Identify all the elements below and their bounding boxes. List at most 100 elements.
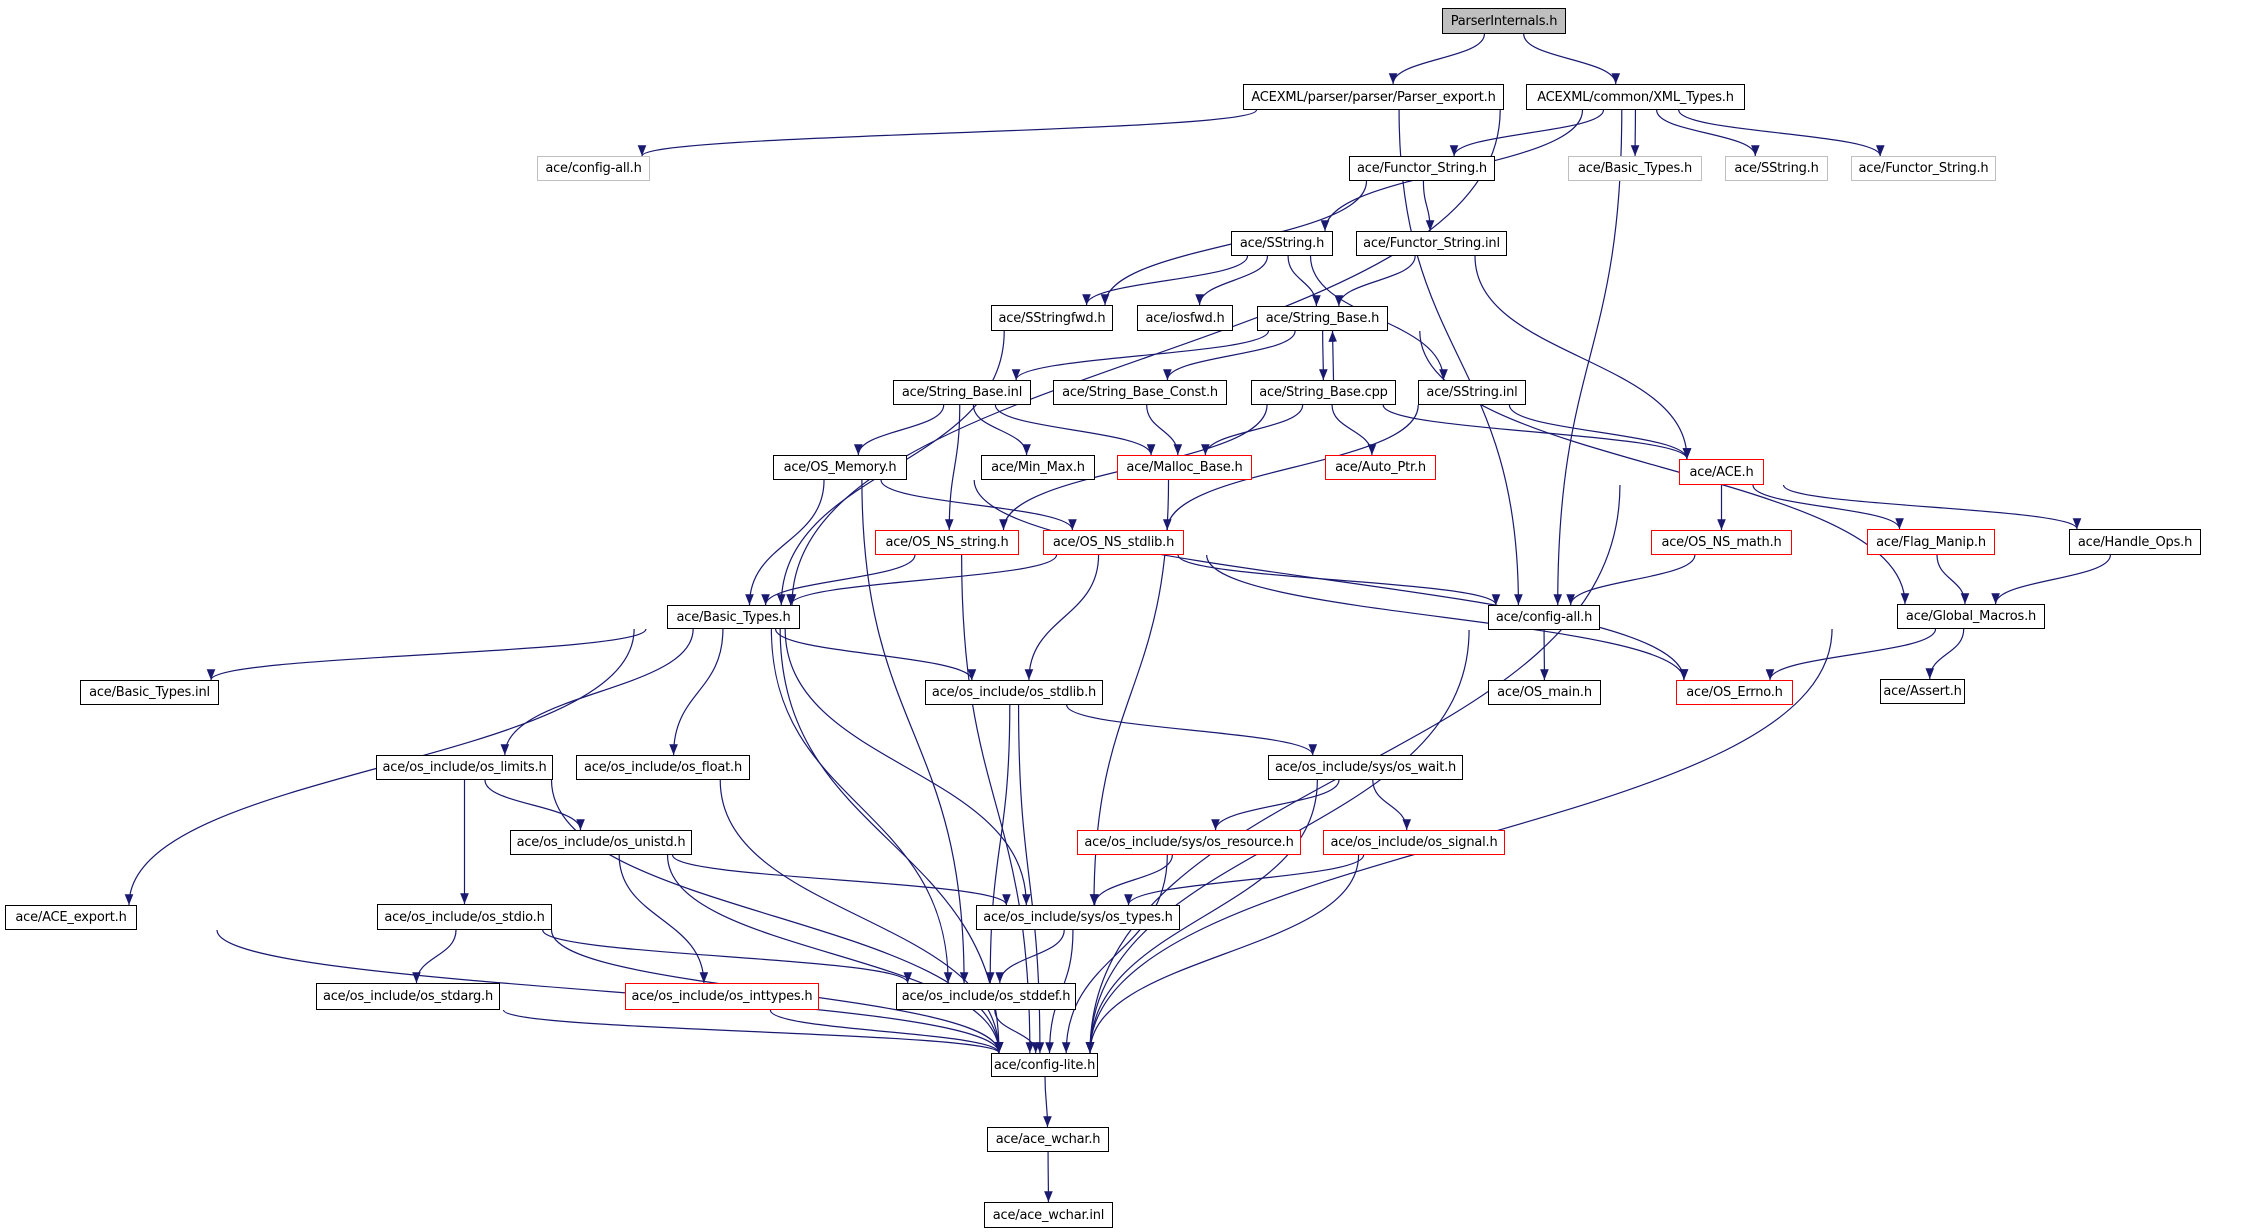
edge-os-memory-to-basic-types-h — [745, 479, 825, 606]
node-string-base-inl[interactable]: ace/String_Base.inl — [893, 380, 1031, 405]
node-flag-manip[interactable]: ace/Flag_Manip.h — [1867, 529, 1995, 555]
node-os-inttypes[interactable]: ace/os_include/os_inttypes.h — [625, 983, 819, 1010]
node-sstring-gray[interactable]: ace/SString.h — [1725, 156, 1828, 181]
edge-string-base-const-to-malloc-base — [1146, 404, 1183, 456]
node-basic-types-h[interactable]: ace/Basic_Types.h — [667, 605, 800, 629]
edge-parser-export-to-config-all-h — [1398, 109, 1523, 606]
node-os-ns-stdlib[interactable]: ace/OS_NS_stdlib.h — [1043, 530, 1184, 555]
node-os-stddef[interactable]: ace/os_include/os_stddef.h — [896, 983, 1076, 1010]
node-functor-string-inl[interactable]: ace/Functor_String.inl — [1356, 231, 1507, 256]
edge-handle-ops-to-global-macros — [1991, 554, 2111, 605]
node-os-resource[interactable]: ace/os_include/sys/os_resource.h — [1077, 830, 1301, 855]
node-basic-types-gray[interactable]: ace/Basic_Types.h — [1568, 156, 1702, 181]
edge-ace-h-to-handle-ops — [1782, 484, 2082, 530]
node-sstring-h[interactable]: ace/SString.h — [1231, 231, 1333, 256]
edge-ace-h-to-flag-manip — [1752, 484, 1904, 530]
node-assert-h[interactable]: ace/Assert.h — [1880, 679, 1965, 704]
node-string-base-const[interactable]: ace/String_Base_Const.h — [1053, 380, 1227, 405]
node-os-stdlib[interactable]: ace/os_include/os_stdlib.h — [925, 680, 1103, 705]
node-min-max[interactable]: ace/Min_Max.h — [981, 455, 1095, 480]
edge-string-base-h-to-string-base-const — [1163, 330, 1296, 381]
node-config-all-gray[interactable]: ace/config-all.h — [537, 156, 650, 181]
edge-sstring-h-to-sstringfwd — [1082, 255, 1249, 306]
node-auto-ptr[interactable]: ace/Auto_Ptr.h — [1325, 455, 1436, 480]
node-os-memory[interactable]: ace/OS_Memory.h — [773, 455, 907, 480]
edge-global-macros-to-os-errno — [1765, 628, 1937, 681]
edge-os-stdarg-to-config-lite — [502, 1009, 1004, 1054]
node-sstring-inl[interactable]: ace/SString.inl — [1418, 380, 1526, 405]
edge-os-stdlib-to-os-stddef — [985, 704, 1011, 984]
node-string-base-h[interactable]: ace/String_Base.h — [1257, 306, 1388, 331]
node-xml-types[interactable]: ACEXML/common/XML_Types.h — [1526, 84, 1745, 110]
edge-os-resource-to-os-types — [1090, 854, 1173, 906]
node-sstringfwd[interactable]: ace/SStringfwd.h — [991, 305, 1113, 331]
edge-sstring-h-to-string-base-h — [1287, 255, 1321, 307]
edge-global-macros-to-assert-h — [1925, 628, 1965, 680]
edge-parser-export-to-config-all-gray — [637, 109, 1258, 157]
node-handle-ops[interactable]: ace/Handle_Ops.h — [2069, 529, 2201, 555]
node-os-errno[interactable]: ace/OS_Errno.h — [1676, 680, 1793, 705]
edge-sstring-h-to-iosfwd — [1195, 255, 1269, 306]
node-os-wait[interactable]: ace/os_include/sys/os_wait.h — [1268, 755, 1463, 780]
node-ace-wchar-h[interactable]: ace/ace_wchar.h — [987, 1127, 1109, 1152]
node-root[interactable]: ParserInternals.h — [1442, 8, 1566, 34]
edge-string-base-h-to-global-macros — [1419, 330, 1910, 605]
node-os-unistd[interactable]: ace/os_include/os_unistd.h — [510, 830, 692, 855]
node-string-base-cpp[interactable]: ace/String_Base.cpp — [1251, 380, 1396, 405]
edge-config-lite-to-ace-wchar-h — [1043, 1076, 1052, 1128]
edge-os-ns-string-to-basic-types-h — [761, 554, 916, 606]
edge-malloc-base-to-os-types — [1089, 479, 1170, 906]
edge-os-wait-to-config-lite — [1085, 779, 1318, 1054]
edge-os-ns-string-to-config-lite — [961, 554, 1035, 1054]
node-config-all-h[interactable]: ace/config-all.h — [1488, 605, 1600, 630]
node-malloc-base[interactable]: ace/Malloc_Base.h — [1117, 455, 1252, 480]
edge-os-ns-stdlib-to-os-stdlib — [1024, 554, 1100, 681]
edge-os-memory-to-os-stddef — [861, 479, 969, 984]
edge-sstring-inl-to-ace-h — [1508, 404, 1692, 460]
node-os-stdio[interactable]: ace/os_include/os_stdio.h — [377, 904, 552, 930]
node-parser-export[interactable]: ACEXML/parser/parser/Parser_export.h — [1243, 84, 1504, 110]
node-os-ns-string[interactable]: ace/OS_NS_string.h — [875, 530, 1019, 555]
node-os-float[interactable]: ace/os_include/os_float.h — [576, 755, 750, 780]
node-os-limits[interactable]: ace/os_include/os_limits.h — [376, 755, 553, 780]
edge-functor-string-h-to-functor-string-inl — [1422, 180, 1435, 232]
node-config-lite[interactable]: ace/config-lite.h — [991, 1053, 1098, 1077]
node-os-ns-math[interactable]: ace/OS_NS_math.h — [1651, 530, 1792, 555]
edge-root-to-xml-types — [1523, 33, 1621, 85]
edge-os-types-to-os-stddef — [995, 929, 1065, 984]
node-os-types[interactable]: ace/os_include/sys/os_types.h — [976, 905, 1180, 930]
edge-functor-string-inl-to-string-base-h — [1334, 255, 1416, 307]
edge-xml-types-to-functor-string-h — [1449, 109, 1605, 157]
node-ace-wchar-inl[interactable]: ace/ace_wchar.inl — [984, 1202, 1113, 1228]
edge-sstring-inl-to-os-ns-stdlib — [1163, 404, 1419, 531]
node-ace-h[interactable]: ace/ACE.h — [1679, 459, 1764, 485]
edge-string-base-h-to-string-base-inl — [1011, 330, 1270, 381]
edge-os-memory-to-os-ns-stdlib — [880, 479, 1077, 531]
node-functor-string-gray[interactable]: ace/Functor_String.h — [1851, 156, 1996, 181]
edge-flag-manip-to-global-macros — [1936, 554, 1970, 605]
node-os-signal[interactable]: ace/os_include/os_signal.h — [1323, 830, 1505, 855]
edge-os-ns-stdlib-to-basic-types-h — [786, 554, 1058, 606]
edge-string-base-inl-to-min-max — [972, 404, 1031, 456]
edge-xml-types-to-config-all-h — [1553, 109, 1623, 606]
edge-os-unistd-to-os-types — [671, 854, 1011, 906]
node-iosfwd[interactable]: ace/iosfwd.h — [1137, 305, 1233, 331]
edge-os-stdio-to-os-stddef — [542, 929, 912, 984]
edge-root-to-parser-export — [1388, 33, 1486, 85]
edge-string-base-cpp-to-malloc-base — [1201, 404, 1304, 456]
edge-os-signal-to-config-lite — [1085, 854, 1360, 1054]
edge-os-ns-stdlib-to-os-errno — [1206, 554, 1689, 681]
node-os-main[interactable]: ace/OS_main.h — [1488, 680, 1601, 705]
edge-string-base-cpp-to-ace-h — [1382, 404, 1692, 460]
edge-string-base-inl-to-os-memory — [854, 404, 945, 456]
node-basic-types-inl[interactable]: ace/Basic_Types.inl — [80, 680, 219, 705]
node-os-stdarg[interactable]: ace/os_include/os_stdarg.h — [316, 983, 500, 1010]
edge-os-unistd-to-os-inttypes — [618, 854, 709, 984]
node-ace-export[interactable]: ace/ACE_export.h — [5, 905, 137, 930]
edge-os-limits-to-config-lite — [550, 779, 1004, 1054]
edge-basic-types-h-to-os-float — [669, 628, 724, 756]
node-functor-string-h[interactable]: ace/Functor_String.h — [1349, 156, 1495, 181]
node-global-macros[interactable]: ace/Global_Macros.h — [1897, 604, 2045, 629]
edge-string-base-cpp-to-string-base-h — [1328, 330, 1338, 381]
